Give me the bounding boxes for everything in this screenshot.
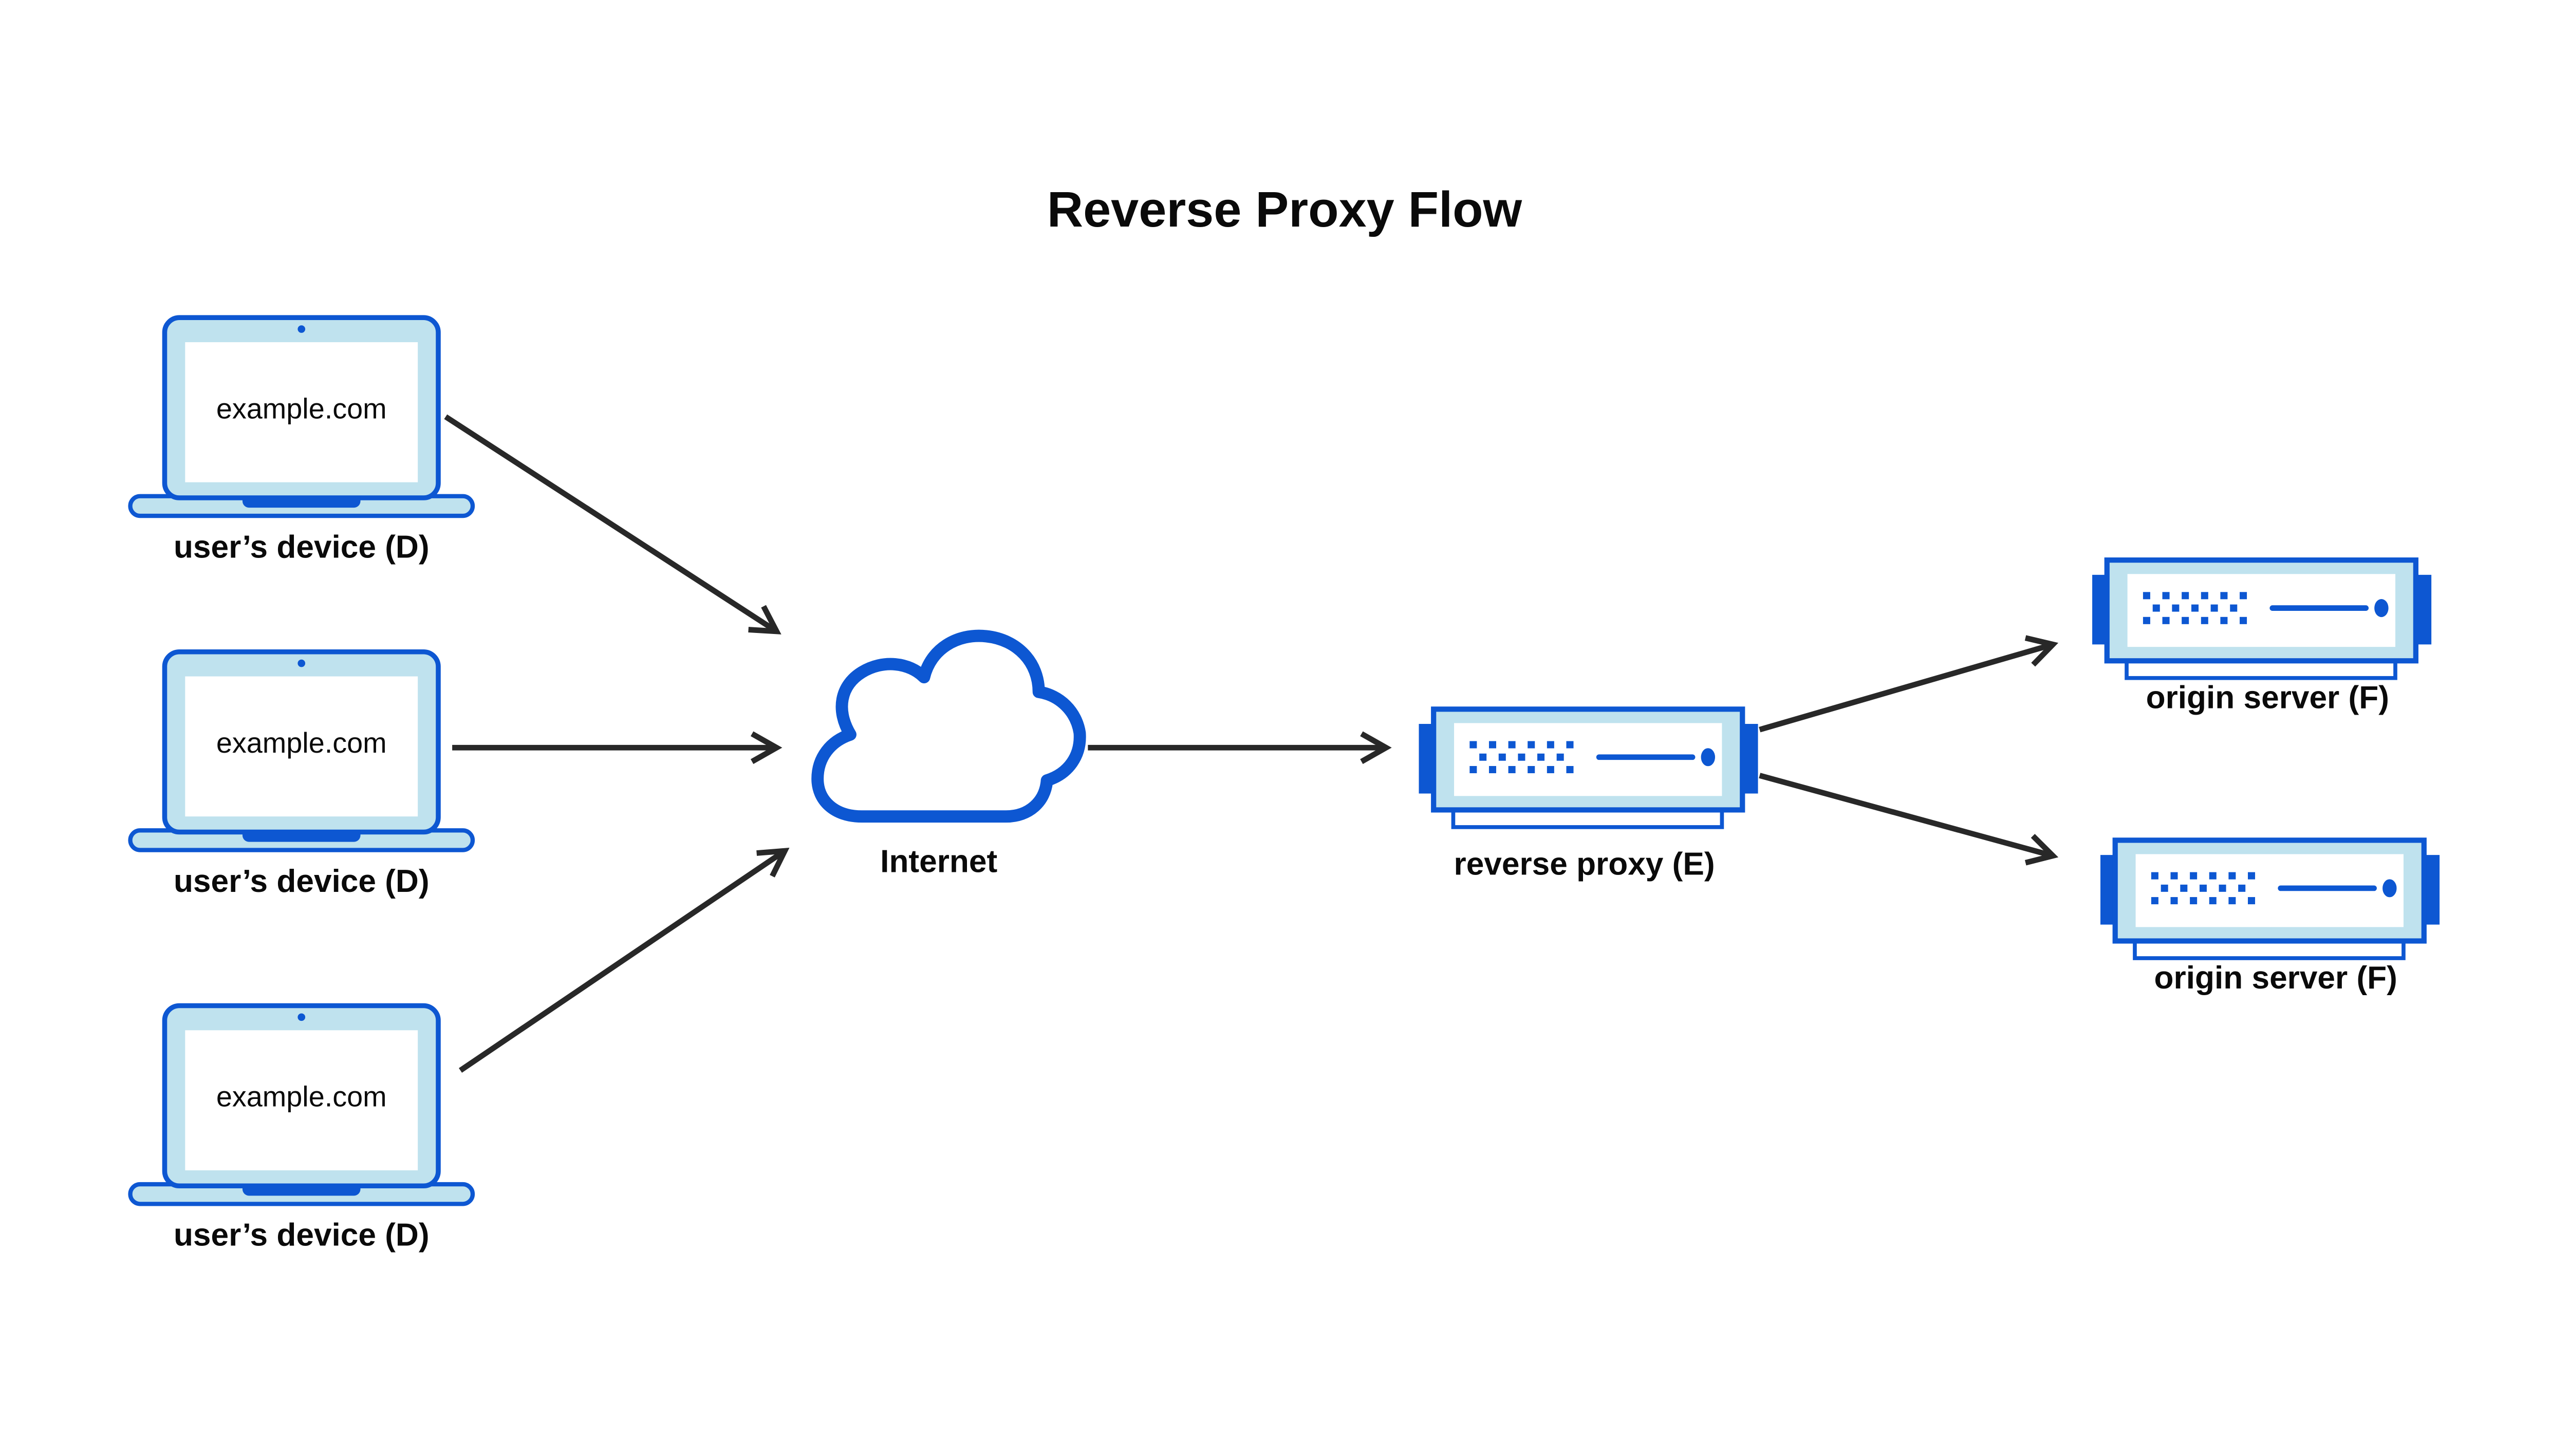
- arrow-device3-to-internet: [459, 847, 790, 1073]
- arrow-proxy-to-origin1: [1759, 635, 2059, 733]
- user-device-3: example.com user’s device (D): [131, 1005, 473, 1253]
- node-label: origin server (F): [2146, 680, 2389, 716]
- page-title: Reverse Proxy Flow: [1047, 181, 1522, 237]
- server-icon: [2100, 840, 2440, 958]
- user-device-2: example.com user’s device (D): [131, 652, 473, 899]
- device-screen-url: example.com: [216, 726, 387, 759]
- arrow-device1-to-internet: [444, 414, 781, 634]
- node-label: user’s device (D): [174, 529, 430, 565]
- node-label: user’s device (D): [174, 1218, 430, 1253]
- node-label: origin server (F): [2154, 960, 2397, 996]
- node-label: Internet: [880, 844, 997, 880]
- reverse-proxy-node: reverse proxy (E): [1419, 709, 1758, 882]
- device-screen-url: example.com: [216, 392, 387, 424]
- internet-cloud-icon: [811, 629, 1086, 823]
- origin-server-2: origin server (F): [2100, 840, 2440, 996]
- node-label: user’s device (D): [174, 864, 430, 899]
- node-label: reverse proxy (E): [1454, 846, 1715, 882]
- internet-node: Internet: [811, 629, 1086, 880]
- server-icon: [1419, 709, 1758, 827]
- flow-arrows: [444, 414, 2059, 1073]
- origin-server-1: origin server (F): [2092, 560, 2431, 716]
- server-icon: [2092, 560, 2431, 678]
- arrow-proxy-to-origin2: [1759, 773, 2059, 866]
- device-screen-url: example.com: [216, 1080, 387, 1113]
- user-device-1: example.com user’s device (D): [131, 318, 473, 565]
